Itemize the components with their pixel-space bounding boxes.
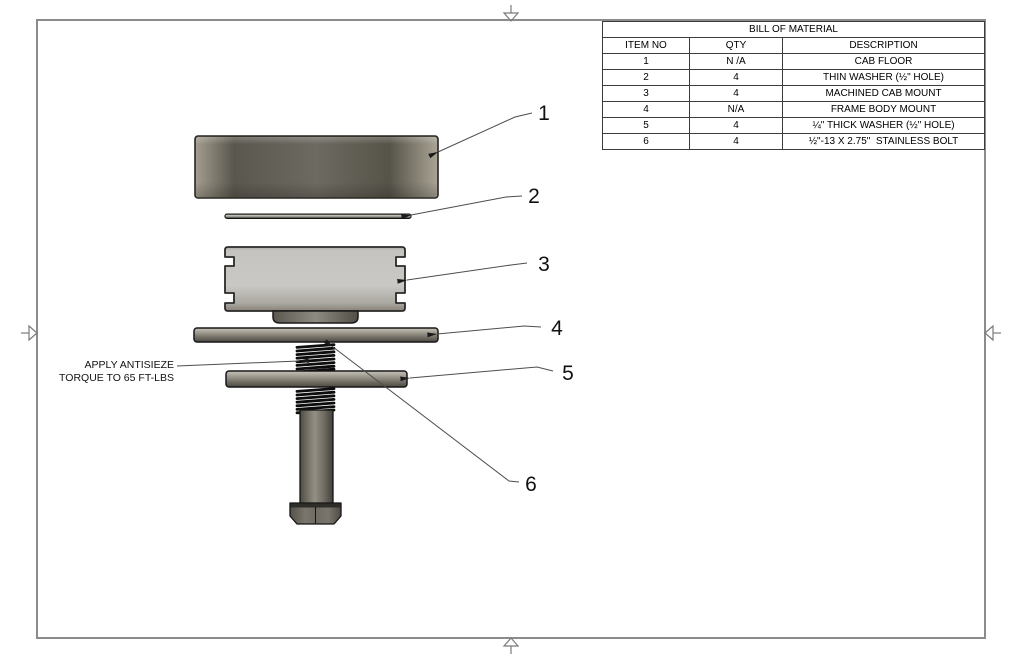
stainless-bolt-part [289, 409, 342, 525]
bom-cell-qty: 4 [689, 133, 783, 150]
leader-line-2 [401, 195, 523, 220]
leader-line-1 [428, 112, 533, 159]
thin-washer-part [224, 213, 412, 220]
bom-title-row: BILL OF MATERIAL [601, 21, 986, 38]
mount-boss [272, 310, 359, 324]
thick-washer-part [225, 370, 408, 388]
bom-cell-item: 4 [602, 101, 690, 118]
bolt-threads-upper [295, 343, 336, 374]
leader-line-5 [400, 366, 554, 382]
bom-row-1: 1 N /A CAB FLOOR [602, 53, 986, 70]
bill-of-material: BILL OF MATERIAL ITEM NO QTY DESCRIPTION… [601, 21, 986, 150]
bom-cell-qty: N /A [689, 53, 783, 70]
border-center-mark-top [502, 5, 520, 22]
bom-cell-desc: ½"-13 X 2.75" STAINLESS BOLT [781, 133, 986, 150]
bom-header-description: DESCRIPTION [781, 37, 986, 54]
leader-line-4 [427, 325, 542, 338]
bom-cell-qty: 4 [689, 117, 783, 134]
bom-cell-item: 3 [602, 85, 690, 102]
bom-cell-desc: FRAME BODY MOUNT [781, 101, 986, 118]
bom-cell-desc: ¼" THICK WASHER (½" HOLE) [781, 117, 986, 134]
bom-title: BILL OF MATERIAL [601, 21, 986, 38]
balloon-label-3: 3 [538, 253, 550, 276]
bom-row-5: 5 4 ¼" THICK WASHER (½" HOLE) [602, 117, 986, 134]
bom-row-2: 2 4 THIN WASHER (½" HOLE) [602, 69, 986, 86]
bom-row-4: 4 N/A FRAME BODY MOUNT [602, 101, 986, 118]
bom-cell-qty: 4 [689, 85, 783, 102]
bom-cell-desc: MACHINED CAB MOUNT [781, 85, 986, 102]
antiseize-note-line2: TORQUE TO 65 FT-LBS [59, 372, 174, 384]
bom-cell-qty: 4 [689, 69, 783, 86]
antiseize-note-line1: APPLY ANTISIEZE [85, 359, 174, 371]
balloon-label-6: 6 [525, 473, 537, 496]
border-center-mark-left [21, 324, 38, 342]
bolt-threads-lower [295, 387, 336, 415]
bom-cell-item: 2 [602, 69, 690, 86]
border-center-mark-bottom [502, 637, 520, 654]
bom-row-3: 3 4 MACHINED CAB MOUNT [602, 85, 986, 102]
balloon-label-1: 1 [538, 102, 550, 125]
bom-cell-item: 1 [602, 53, 690, 70]
bom-cell-desc: THIN WASHER (½" HOLE) [781, 69, 986, 86]
bolt-shank [299, 409, 334, 505]
bom-cell-qty: N/A [689, 101, 783, 118]
balloon-label-2: 2 [528, 185, 540, 208]
bom-header-row: ITEM NO QTY DESCRIPTION [602, 37, 986, 54]
balloon-label-4: 4 [551, 317, 563, 340]
bill-of-material-table: BILL OF MATERIAL ITEM NO QTY DESCRIPTION… [601, 21, 986, 150]
note-leader-line [176, 358, 309, 367]
frame-body-mount-part [193, 327, 439, 343]
leader-line-3 [397, 262, 528, 284]
bom-cell-desc: CAB FLOOR [781, 53, 986, 70]
balloon-label-5: 5 [562, 362, 574, 385]
leader-line-6 [323, 339, 520, 483]
border-center-mark-right [984, 324, 1001, 342]
bom-row-6: 6 4 ½"-13 X 2.75" STAINLESS BOLT [602, 133, 986, 150]
bom-header-qty: QTY [689, 37, 783, 54]
bom-cell-item: 5 [602, 117, 690, 134]
machined-cab-mount-part [224, 246, 406, 324]
bom-header-item-no: ITEM NO [602, 37, 690, 54]
cab-floor-part [194, 135, 439, 199]
bom-cell-item: 6 [602, 133, 690, 150]
